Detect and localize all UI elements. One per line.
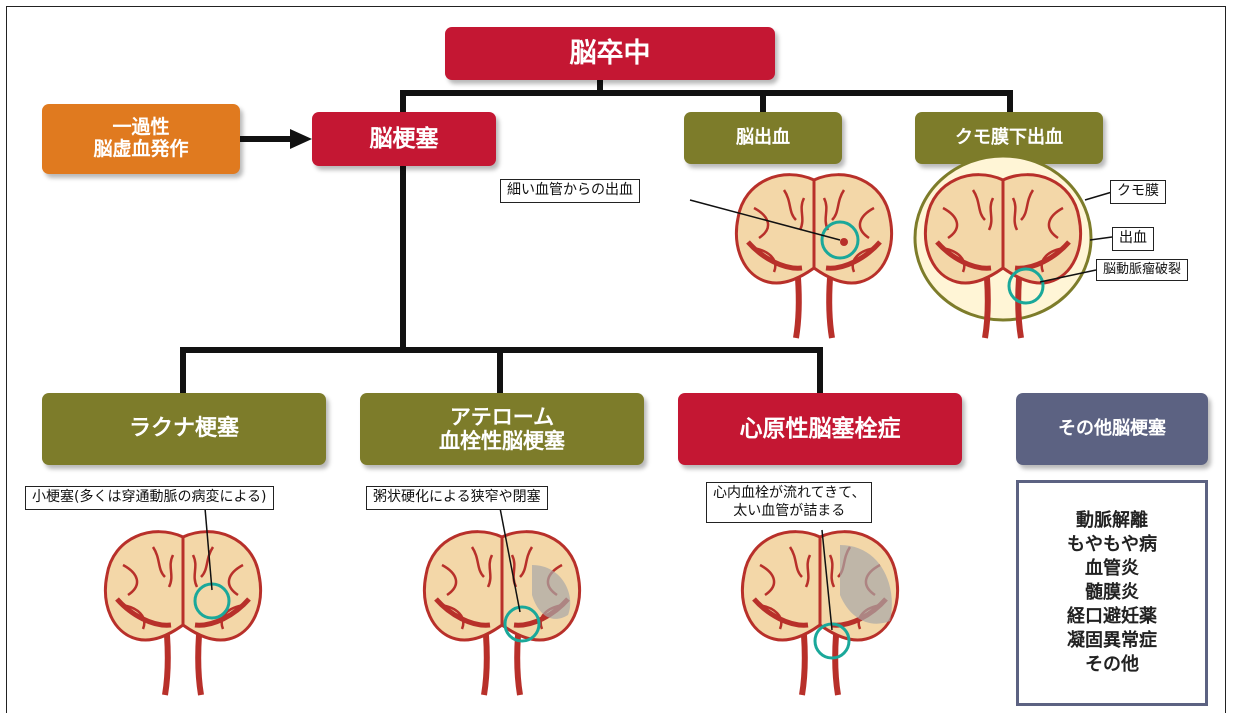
tia-line2: 脳虚血発作 bbox=[93, 138, 189, 160]
cardio-box: 心原性脳塞栓症 bbox=[678, 393, 962, 465]
athero-line2: 血栓性脳梗塞 bbox=[439, 429, 565, 453]
hemorrhage-box: 脳出血 bbox=[684, 112, 842, 164]
infarction-box: 脳梗塞 bbox=[312, 112, 496, 166]
tia-box: 一過性 脳虚血発作 bbox=[42, 104, 240, 174]
athero-callout: 粥状硬化による狭窄や閉塞 bbox=[366, 486, 548, 510]
stroke-title-box: 脳卒中 bbox=[445, 27, 775, 80]
lacunar-box: ラクナ梗塞 bbox=[42, 393, 326, 465]
cause-item: 血管炎 bbox=[1085, 558, 1139, 579]
hemorrhage-callout: 細い血管からの出血 bbox=[500, 179, 640, 203]
cause-item: 動脈解離 bbox=[1076, 510, 1148, 531]
athero-line1: アテローム bbox=[449, 404, 555, 429]
diagram-frame bbox=[6, 6, 1226, 713]
sah-label: クモ膜下出血 bbox=[955, 126, 1063, 148]
hemorrhage-marker-icon bbox=[820, 220, 860, 260]
cardio-label: 心原性脳塞栓症 bbox=[739, 415, 901, 442]
other-box: その他脳梗塞 bbox=[1016, 393, 1208, 465]
cause-item: 経口避妊薬 bbox=[1067, 606, 1157, 627]
lacunar-callout: 小梗塞(多くは穿通動脈の病変による) bbox=[25, 486, 274, 510]
cardio-callout: 心内血栓が流れてきて、 太い血管が詰まる bbox=[706, 482, 873, 523]
infarction-label: 脳梗塞 bbox=[369, 125, 439, 152]
cause-item: その他 bbox=[1085, 654, 1139, 675]
cause-item: 髄膜炎 bbox=[1085, 582, 1139, 603]
cause-item: もやもや病 bbox=[1067, 534, 1157, 555]
athero-marker-icon bbox=[503, 605, 541, 643]
cardio-callout-line1: 心内血栓が流れてきて、 bbox=[713, 485, 866, 501]
arachnoid-callout: クモ膜 bbox=[1110, 180, 1166, 204]
aneurysm-callout: 脳動脈瘤破裂 bbox=[1096, 259, 1189, 282]
other-causes-list: 動脈解離 もやもや病 血管炎 髄膜炎 経口避妊薬 凝固異常症 その他 bbox=[1016, 480, 1208, 706]
cardio-callout-line2: 太い血管が詰まる bbox=[733, 502, 846, 519]
tia-line1: 一過性 bbox=[112, 116, 170, 139]
arrow-head-icon bbox=[290, 129, 312, 149]
hemorrhage-label: 脳出血 bbox=[736, 126, 790, 148]
aneurysm-marker-icon bbox=[1007, 267, 1045, 305]
stroke-title: 脳卒中 bbox=[569, 37, 651, 69]
other-label: その他脳梗塞 bbox=[1058, 417, 1166, 439]
cause-item: 凝固異常症 bbox=[1067, 630, 1157, 651]
bleeding-callout: 出血 bbox=[1112, 227, 1154, 251]
athero-box: アテローム 血栓性脳梗塞 bbox=[360, 393, 644, 465]
lacunar-label: ラクナ梗塞 bbox=[128, 416, 239, 442]
